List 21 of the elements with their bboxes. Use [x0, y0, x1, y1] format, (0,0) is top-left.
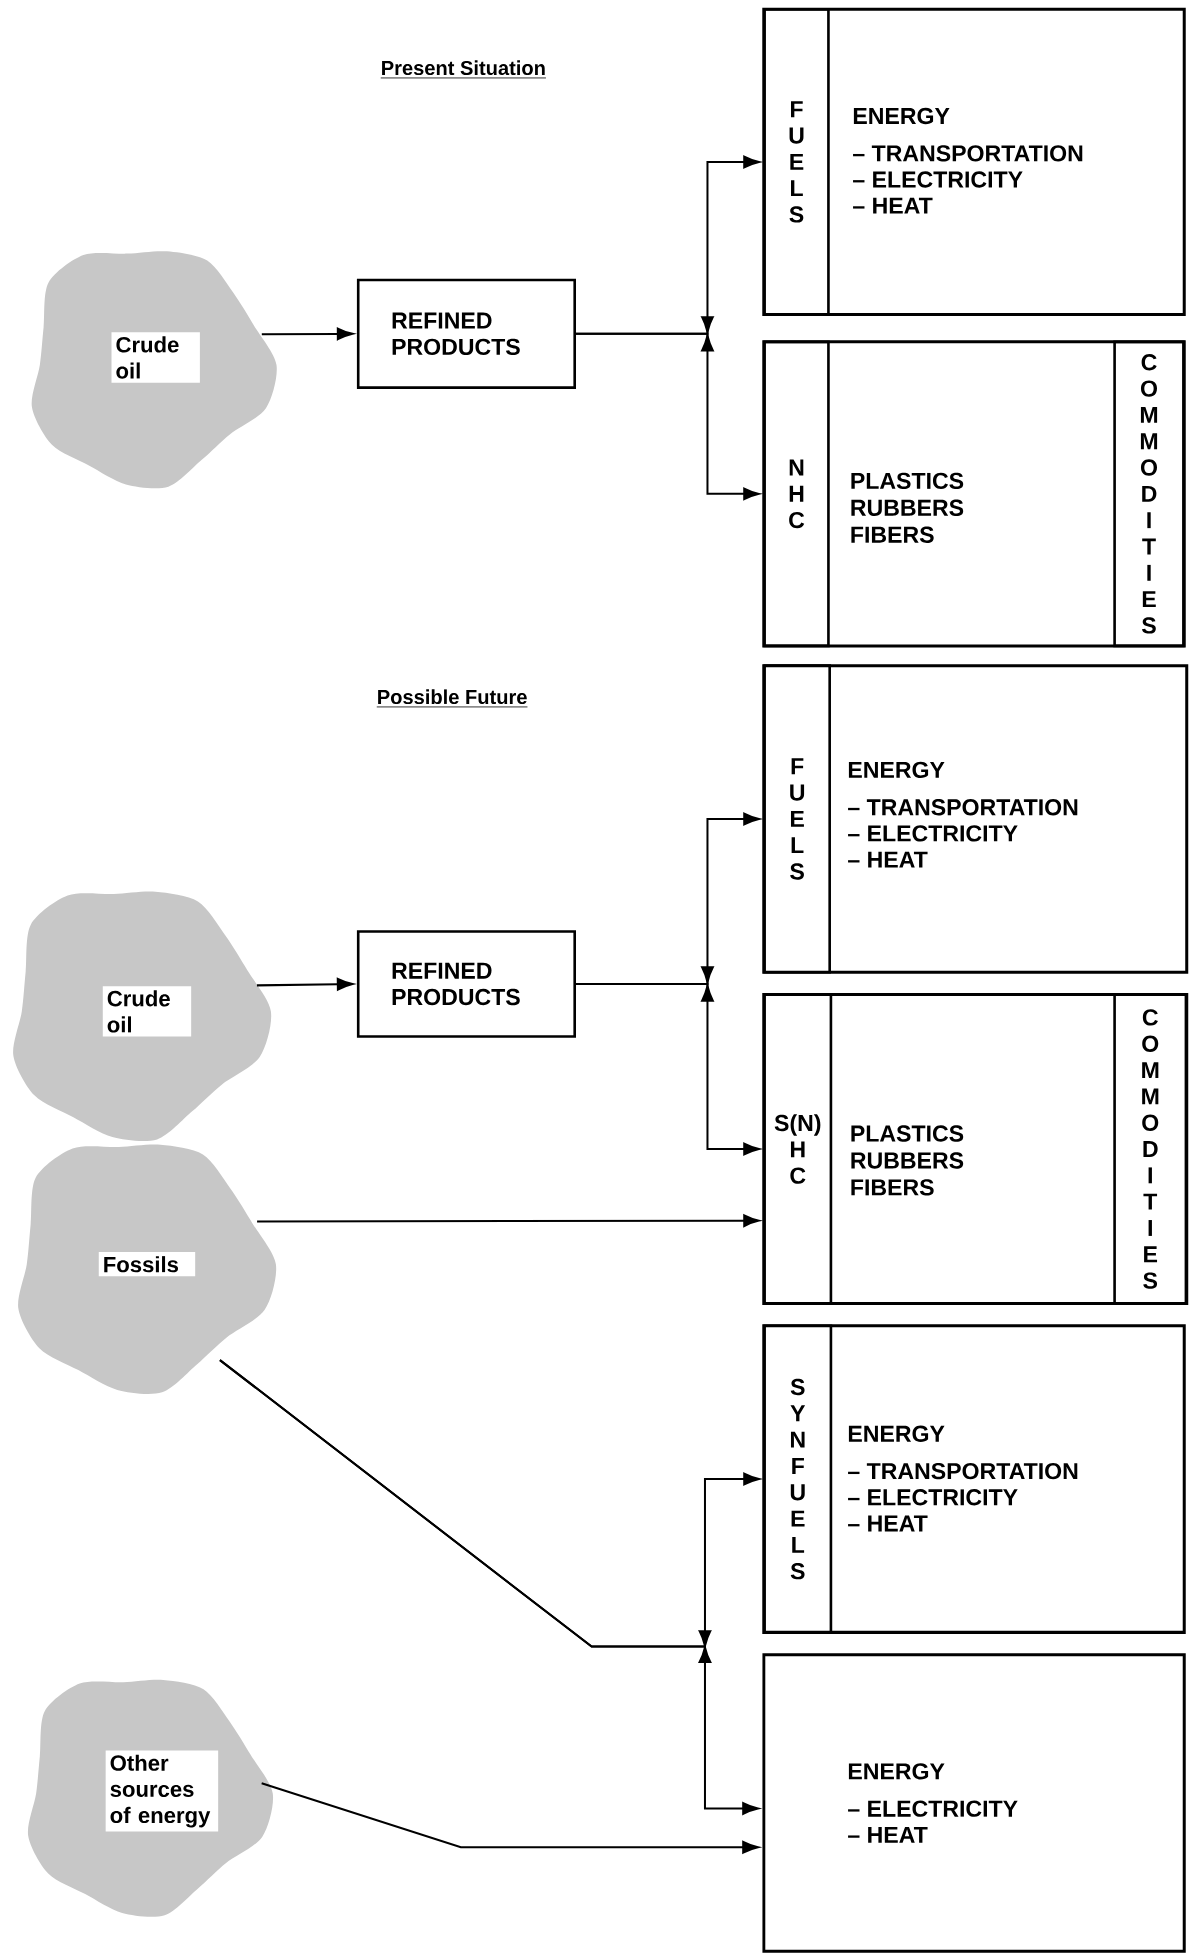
cloud: Other sources of energy	[28, 1679, 274, 1917]
arrow	[576, 316, 761, 501]
heading: Possible Future	[376, 689, 528, 708]
arrow	[576, 966, 761, 1156]
vertical-band: S(N) H C	[763, 993, 833, 1305]
arrow	[257, 1214, 761, 1227]
cloud: Crude oil	[13, 891, 272, 1142]
vertical-band: C O M M O D I T I E S	[1113, 993, 1188, 1305]
cloud: Crude oil	[31, 251, 277, 489]
vertical-band: F U E L S	[763, 664, 832, 974]
process-box: REFINED PRODUCTS	[357, 930, 577, 1038]
cloud: Fossils	[18, 1144, 277, 1394]
sector-box: ENERGY – ELECTRICITY – HEAT	[762, 1653, 1186, 1953]
arrow	[261, 327, 354, 341]
vertical-band: C O M M O D I T I E S	[1113, 340, 1185, 648]
arrow	[257, 977, 354, 991]
process-box: REFINED PRODUCTS	[357, 278, 577, 389]
heading: Present Situation	[380, 60, 547, 79]
vertical-band: S Y N F U E L S	[763, 1324, 833, 1634]
vertical-band: F U E L S	[763, 7, 830, 316]
vertical-band: N H C	[763, 340, 830, 648]
